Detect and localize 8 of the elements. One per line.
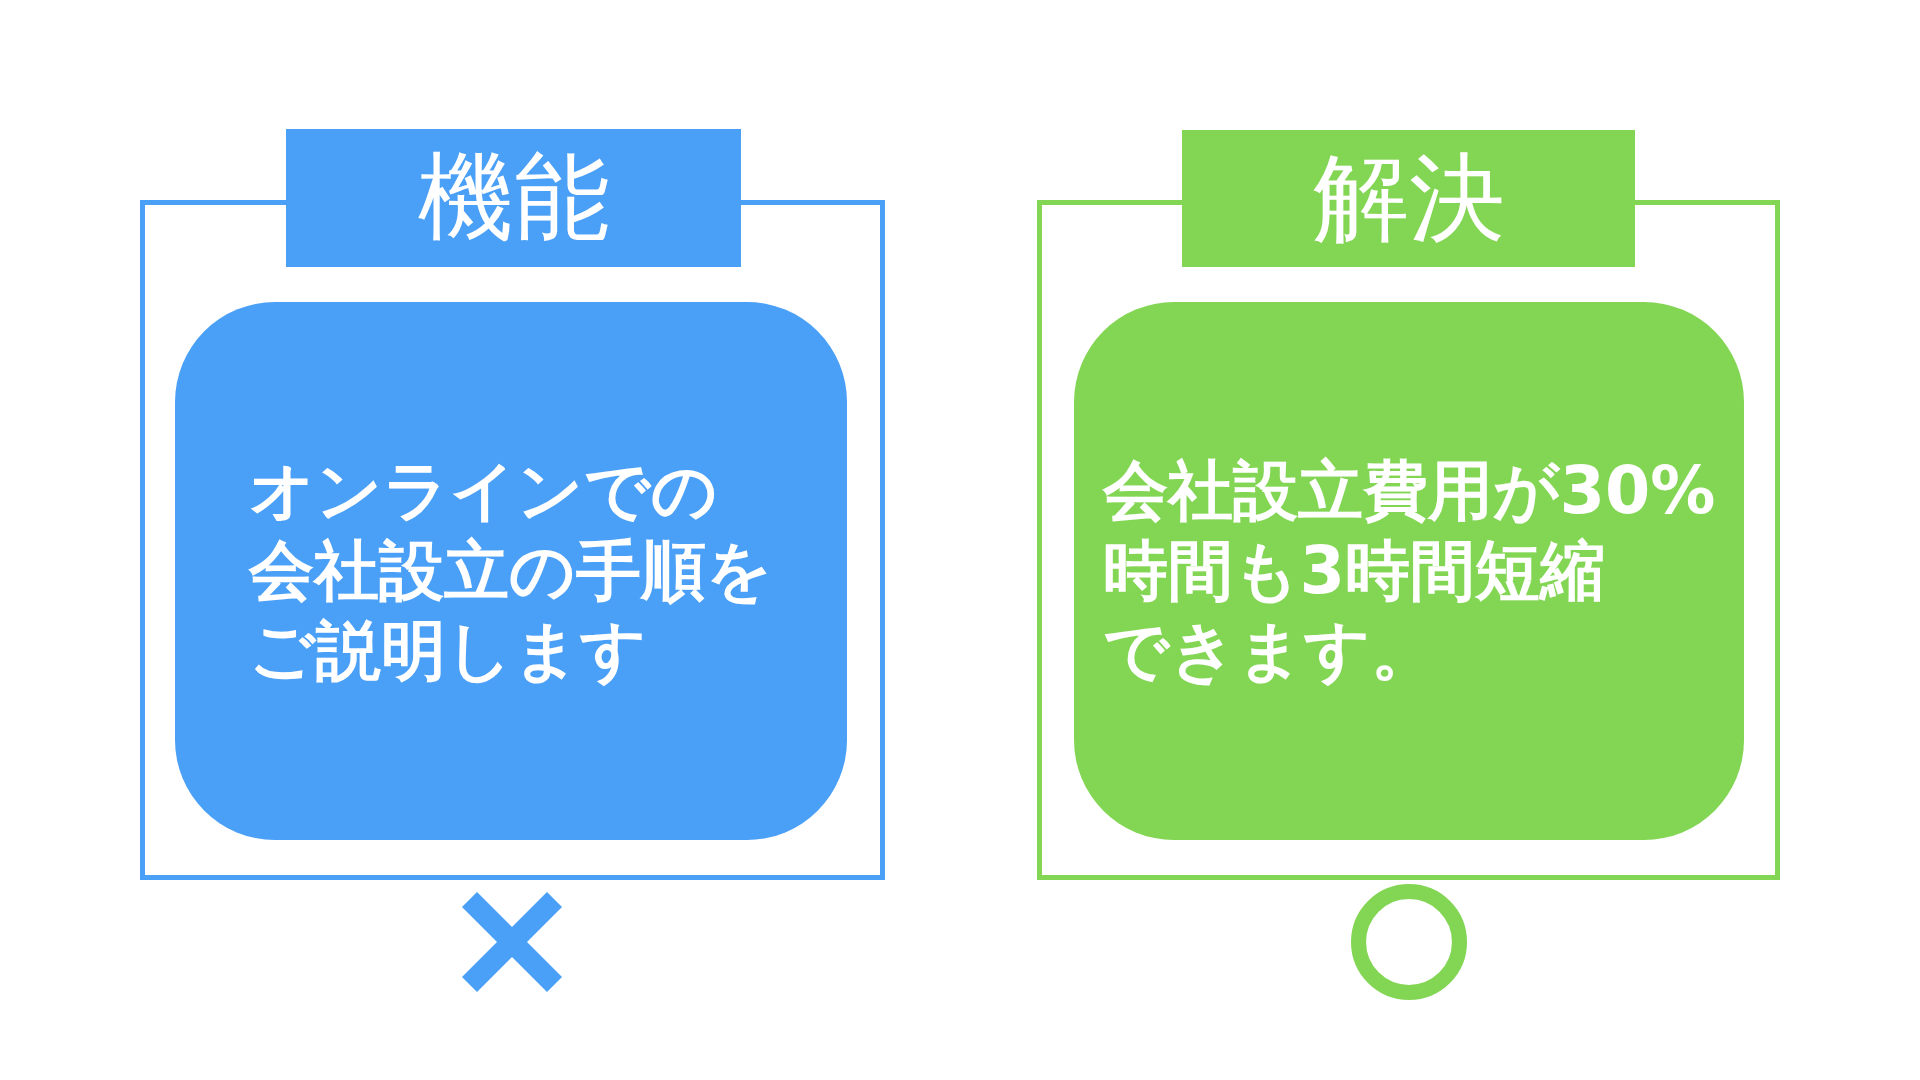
heading-tab [286, 129, 741, 267]
content-card [1074, 302, 1744, 840]
heading-tab [1182, 130, 1635, 267]
body-text: 会社設立費用が30%時間も3時間短縮できます。 [1102, 452, 1716, 690]
heading-text: 解決 [1312, 145, 1505, 252]
heading-text: 機能 [417, 145, 610, 251]
body-text: オンラインでの会社設立の手順をご説明します [249, 452, 773, 690]
content-card [175, 302, 847, 840]
